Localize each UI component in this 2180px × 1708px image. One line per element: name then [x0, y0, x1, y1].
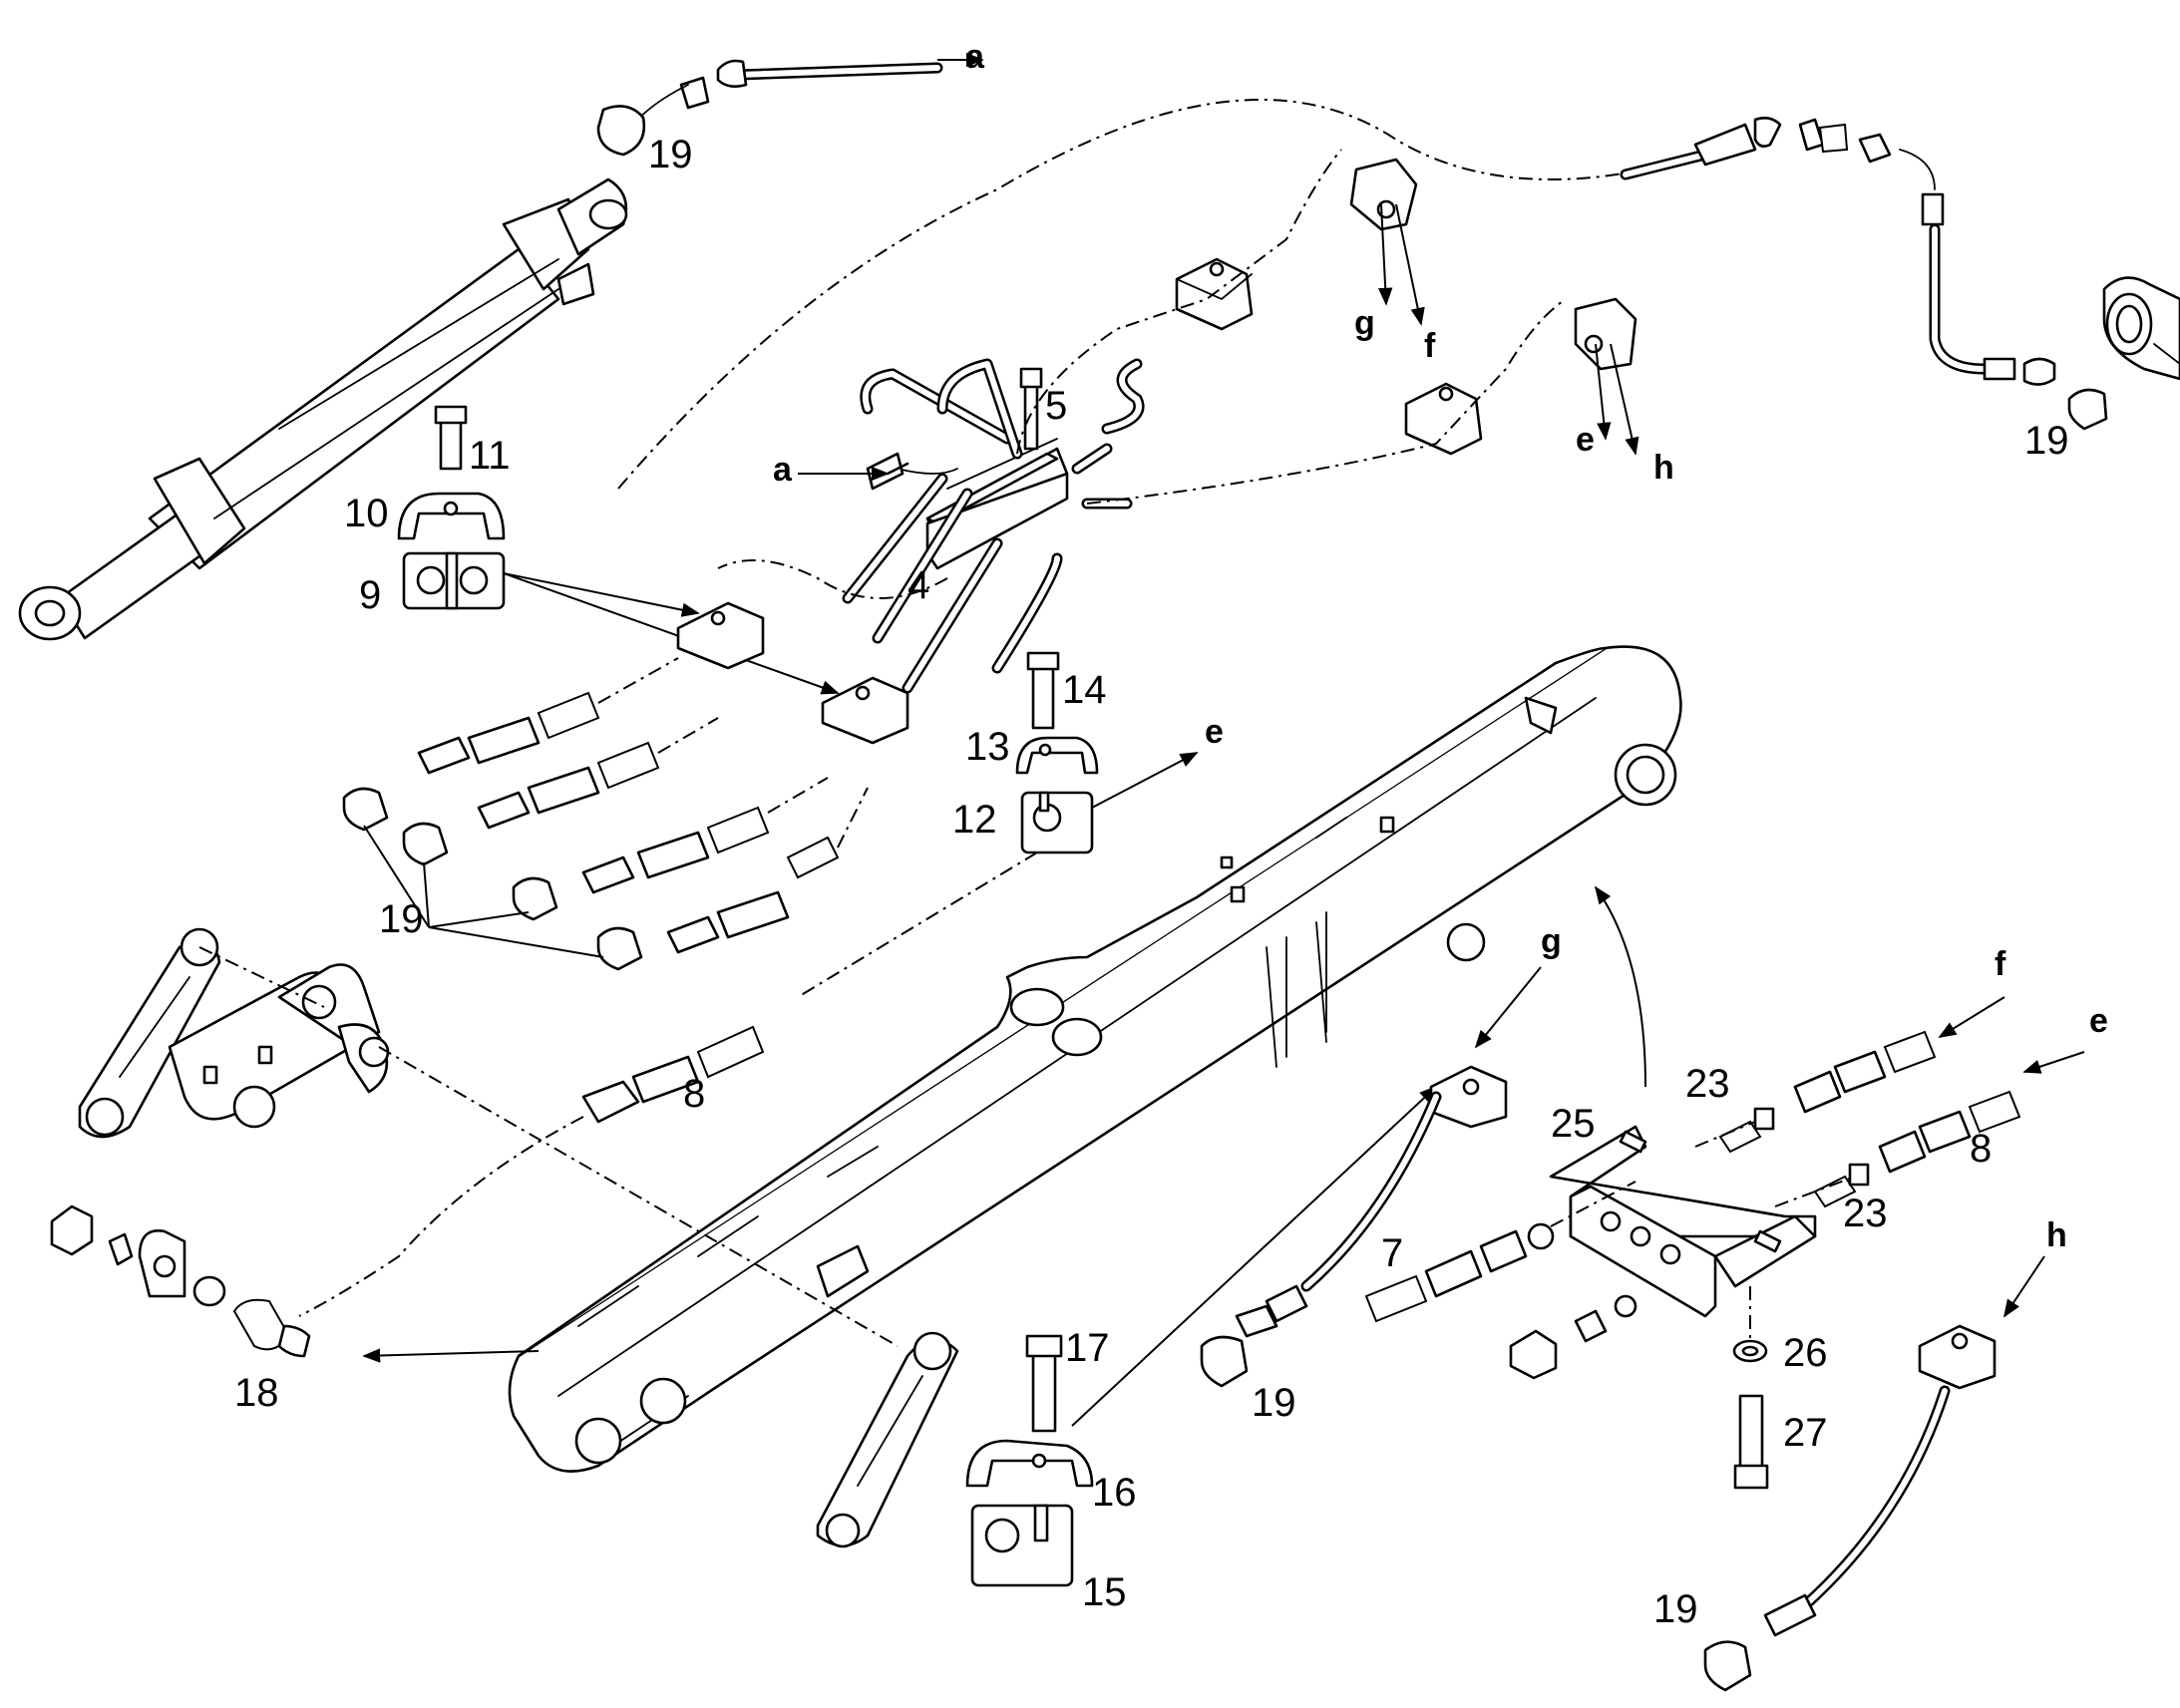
elbow-fitting-19-c — [512, 876, 558, 921]
bolt-11 — [434, 405, 468, 471]
cylinder-end-right — [2102, 276, 2180, 381]
label-19-left: 19 — [379, 897, 424, 941]
bolt-17 — [1025, 1334, 1063, 1433]
label-5: 5 — [1045, 384, 1067, 428]
label-13: 13 — [965, 725, 1010, 769]
clamp-bottom-12 — [1020, 791, 1094, 854]
letter-g-upper: g — [1354, 304, 1375, 342]
label-23-lower: 23 — [1843, 1192, 1888, 1235]
clamp-bottom-9 — [402, 551, 506, 610]
fitting-18 — [50, 1204, 311, 1358]
label-8-left: 8 — [683, 1072, 705, 1116]
label-19-bottom: 19 — [1653, 1587, 1698, 1631]
letter-g-lower: g — [1541, 922, 1562, 960]
bracket-linkage — [168, 963, 390, 1129]
label-27: 27 — [1783, 1411, 1828, 1455]
elbow-fitting-19-top-right — [2067, 388, 2108, 431]
washer-25 — [1527, 1222, 1555, 1250]
elbow-fitting-19-d — [596, 926, 643, 971]
bolt-14 — [1026, 651, 1060, 730]
label-15: 15 — [1082, 1570, 1127, 1614]
hose-end-row-3 — [581, 777, 829, 894]
clamp-mid-left — [676, 601, 765, 670]
clamp-mid-right — [821, 676, 909, 745]
letter-h-lower: h — [2046, 1216, 2067, 1254]
label-17: 17 — [1065, 1326, 1110, 1370]
connecting-rod-right — [816, 1331, 959, 1548]
label-19-right-top: 19 — [2024, 419, 2069, 463]
label-16: 16 — [1092, 1471, 1137, 1515]
boom-arm — [508, 645, 1682, 1473]
label-26: 26 — [1783, 1331, 1828, 1375]
letter-h-upper: h — [1653, 449, 1674, 487]
upper-dashed-route — [1016, 149, 1342, 455]
bolt-23-upper — [1718, 1107, 1775, 1154]
clamp-far-right-mid — [1574, 297, 1637, 371]
clamp-center-right — [1404, 382, 1483, 456]
label-7: 7 — [1381, 1231, 1403, 1275]
nut-fitting-group — [1509, 1294, 1637, 1380]
label-19-mid: 19 — [1252, 1381, 1296, 1425]
letter-e-right: e — [2089, 1002, 2108, 1040]
label-12: 12 — [952, 798, 997, 842]
clamp-far-right-top — [1349, 158, 1418, 231]
hose-h — [1763, 1385, 1951, 1637]
hose-8-right-upper — [1793, 1030, 1937, 1114]
label-4: 4 — [908, 563, 929, 607]
washer-26 — [1732, 1339, 1768, 1363]
label-8-right: 8 — [1970, 1127, 1992, 1171]
label-14: 14 — [1062, 668, 1107, 712]
hose-end-row-4 — [666, 787, 869, 954]
letter-e-clamp: e — [1205, 713, 1224, 751]
clamp-bottom-15 — [970, 1504, 1074, 1587]
label-23-upper: 23 — [1685, 1062, 1730, 1106]
hose-end-row-2 — [477, 717, 719, 830]
hose-end-row-1 — [417, 657, 679, 775]
clamp-top-10 — [397, 492, 506, 540]
hose-top-right — [1620, 117, 2056, 386]
bolt-23-lower — [1813, 1163, 1870, 1208]
hose-8-bottom — [1364, 1229, 1528, 1323]
label-11: 11 — [469, 434, 511, 478]
elbow-fitting-19-e — [1200, 1335, 1249, 1388]
letter-a-manifold: a — [773, 451, 793, 489]
label-25: 25 — [1551, 1102, 1596, 1146]
hose-7 — [1235, 1091, 1442, 1338]
label-19-top: 19 — [648, 133, 693, 176]
label-18: 18 — [234, 1371, 279, 1415]
hydraulic-cylinder — [18, 177, 628, 641]
top-hose-a — [596, 52, 984, 157]
bracket-25 — [1549, 1125, 1817, 1318]
label-10: 10 — [344, 492, 389, 535]
letter-a-top: a — [965, 38, 985, 76]
bolt-27 — [1733, 1394, 1769, 1490]
clamp-top-16 — [965, 1439, 1094, 1488]
letter-e-upper: e — [1576, 421, 1595, 459]
label-9: 9 — [359, 573, 381, 617]
letter-f-upper: f — [1424, 327, 1436, 365]
letter-f-right: f — [1995, 945, 2006, 983]
elbow-fitting-19-f — [1703, 1640, 1752, 1692]
elbow-fitting-19-a — [342, 787, 389, 832]
clamp-g — [1429, 1065, 1508, 1129]
clamp-h — [1918, 1324, 1997, 1390]
elbow-fitting-19-b — [402, 822, 449, 866]
hose-8-right-lower — [1878, 1090, 2021, 1174]
clamp-top-13 — [1015, 736, 1099, 775]
hose-8-left — [298, 1025, 765, 1317]
